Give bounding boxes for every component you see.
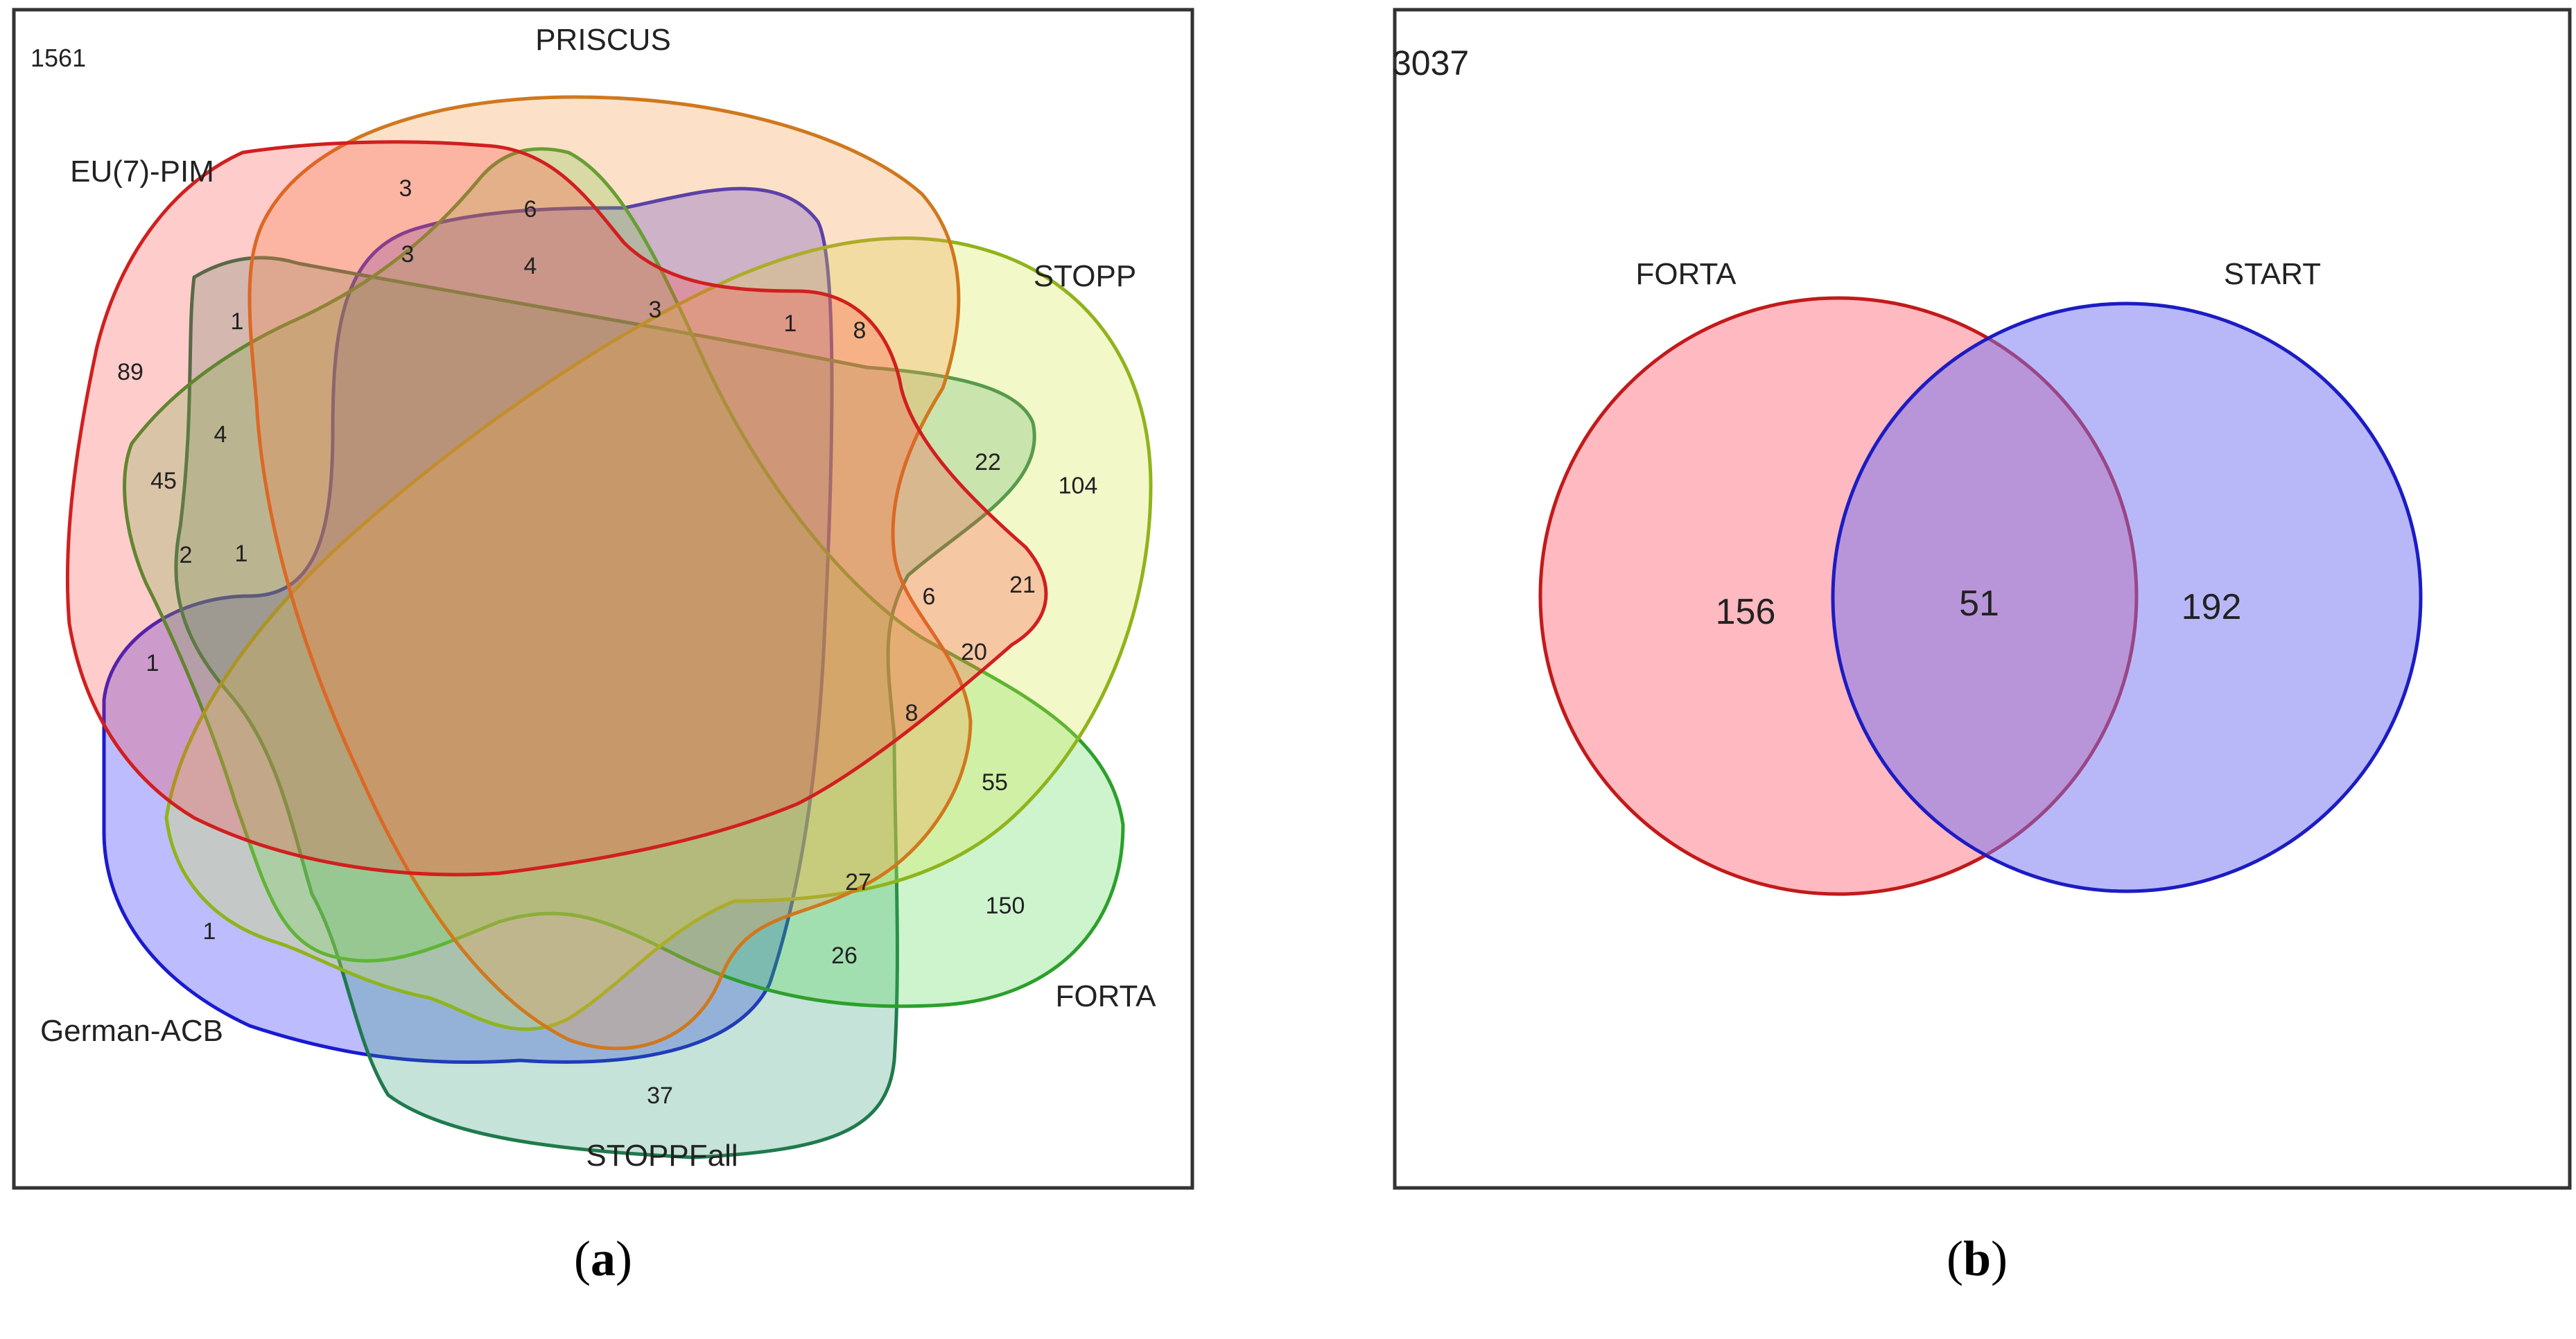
region-count: 27 bbox=[845, 869, 871, 895]
region-count: 6 bbox=[524, 196, 537, 222]
region-count: 45 bbox=[150, 468, 177, 494]
region-count: 1 bbox=[784, 310, 797, 337]
region-count: 8 bbox=[905, 700, 919, 726]
panel-b-caption: (b) bbox=[1947, 1231, 2008, 1286]
panel-a-caption-letter: a bbox=[591, 1231, 616, 1286]
panel-a-caption: (a) bbox=[574, 1231, 632, 1286]
region-count: 1 bbox=[146, 650, 159, 676]
region-count: 6 bbox=[923, 584, 936, 610]
set-shape-eu7pim bbox=[65, 140, 1048, 877]
region-count: 1 bbox=[203, 918, 216, 945]
set-label-priscus: PRISCUS bbox=[535, 23, 671, 57]
set-label-forta: FORTA bbox=[1055, 979, 1156, 1013]
region-count: 150 bbox=[986, 893, 1025, 919]
set-shape-forta bbox=[123, 147, 1125, 1008]
set-label-stoppfall: STOPPFall bbox=[586, 1139, 738, 1173]
region-count: 37 bbox=[647, 1083, 673, 1109]
panel-a: PRISCUS EU(7)-PIM STOPP German-ACB FORTA… bbox=[12, 8, 1194, 1286]
set-shape-stoppfall bbox=[174, 256, 1036, 1159]
outside-count-b: 3037 bbox=[1392, 44, 1469, 82]
region-count: 89 bbox=[117, 359, 143, 385]
set-shape-priscus bbox=[247, 95, 973, 1051]
region-count: 22 bbox=[975, 449, 1001, 475]
region-count: 4 bbox=[214, 421, 227, 448]
panel-b: FORTA START 156 51 192 3037 (b) bbox=[1392, 8, 2572, 1286]
set-label-german-acb: German-ACB bbox=[40, 1014, 223, 1048]
count-forta-only: 156 bbox=[1716, 592, 1776, 632]
region-count: 3 bbox=[399, 175, 412, 202]
region-count: 1 bbox=[231, 308, 244, 335]
count-both: 51 bbox=[1959, 584, 1999, 624]
region-count: 8 bbox=[853, 317, 867, 344]
set-shape-start-b bbox=[1831, 301, 2423, 893]
region-count: 4 bbox=[524, 253, 537, 279]
region-count: 3 bbox=[649, 297, 662, 323]
region-count: 104 bbox=[1059, 473, 1098, 499]
panel-b-caption-letter: b bbox=[1963, 1231, 1991, 1286]
region-count: 1 bbox=[235, 541, 248, 567]
set-label-stopp: STOPP bbox=[1034, 259, 1136, 293]
set-label-eu7pim: EU(7)-PIM bbox=[70, 155, 214, 189]
region-count: 21 bbox=[1009, 572, 1036, 598]
region-count: 26 bbox=[831, 943, 858, 969]
count-start-only: 192 bbox=[2182, 587, 2242, 627]
region-count: 55 bbox=[982, 769, 1008, 796]
region-counts-a: 3 6 3 4 3 1 8 1 89 4 45 2 1 1 22 104 6 2… bbox=[117, 175, 1097, 1109]
set-shape-acb bbox=[102, 186, 834, 1065]
set-shape-stopp bbox=[164, 236, 1153, 1031]
region-count: 20 bbox=[961, 639, 987, 665]
set-label-start-b: START bbox=[2224, 257, 2321, 291]
region-count: 2 bbox=[180, 542, 193, 568]
set-label-forta-b: FORTA bbox=[1635, 257, 1737, 291]
outside-count-a: 1561 bbox=[31, 44, 86, 72]
region-count: 3 bbox=[401, 241, 415, 268]
